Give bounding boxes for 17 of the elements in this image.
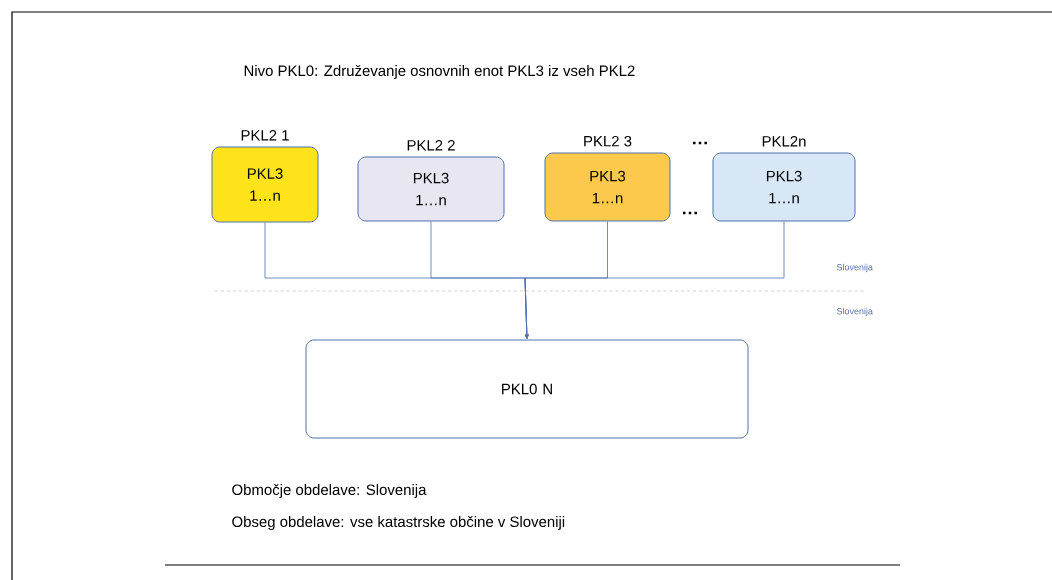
box-heading: PKL2 3 bbox=[584, 135, 632, 147]
box-heading: PKL2 1 bbox=[241, 130, 289, 141]
process-box: PKL0 N bbox=[305, 339, 749, 439]
process-box: PKL3 1…n bbox=[712, 152, 856, 222]
region-label: Slovenija bbox=[836, 307, 873, 317]
ellipsis: … bbox=[683, 211, 697, 215]
note-text: Območje obdelave: Slovenija bbox=[232, 484, 427, 498]
box-heading: PKL2 2 bbox=[407, 140, 455, 151]
note-text: Obseg obdelave: vse katastrske občine v Sloveniji bbox=[232, 516, 565, 530]
process-box: PKL3 1…n bbox=[544, 152, 671, 222]
region-label: Slovenija bbox=[836, 263, 873, 273]
process-box: PKL3 1…n bbox=[357, 156, 505, 222]
title: Nivo PKL0: Združevanje osnovnih enot PKL3 iz vseh PKL2 bbox=[244, 65, 635, 79]
box-heading: PKL2n bbox=[762, 136, 806, 147]
ellipsis: … bbox=[693, 141, 707, 145]
process-box: PKL3 1…n bbox=[211, 146, 319, 223]
connector-arrow bbox=[524, 221, 785, 339]
